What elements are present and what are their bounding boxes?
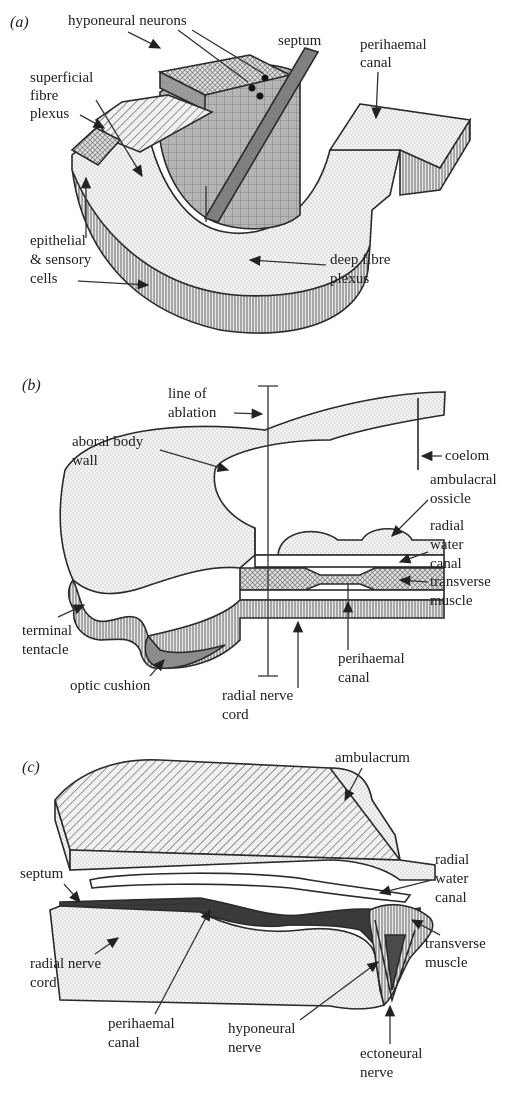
label-ambulacral: ambulacral	[430, 472, 497, 488]
label-line-of: line of	[168, 386, 207, 402]
neuron-dot	[257, 93, 264, 100]
label-c-cord: cord	[30, 975, 57, 991]
label-superficial: superficial	[30, 70, 93, 86]
panel-b	[60, 386, 445, 676]
label-tentacle: tentacle	[22, 642, 69, 658]
b-ambulacral-ossicle	[255, 529, 444, 555]
b-transverse-muscle	[240, 568, 444, 590]
neuron-dot	[249, 85, 256, 92]
neuron-dot	[262, 75, 269, 82]
label-epithelial: epithelial	[30, 233, 86, 249]
label-optic-cushion: optic cushion	[70, 678, 151, 694]
label-b-radial-nerve: radial nerve	[222, 688, 294, 704]
label-terminal: terminal	[22, 623, 72, 639]
label-a-septum: septum	[278, 33, 322, 49]
panel-c	[50, 760, 435, 1009]
label-c-septum: septum	[20, 866, 64, 882]
label-aboral-body: aboral body	[72, 434, 144, 450]
panel-a	[72, 48, 470, 333]
label-coelom: coelom	[445, 448, 489, 464]
label-c-hyponeural: hyponeural	[228, 1021, 295, 1037]
label-b-cord: cord	[222, 707, 249, 723]
label-b-canal: canal	[430, 556, 462, 572]
label-fibre: fibre	[30, 88, 59, 104]
label-ossicle: ossicle	[430, 491, 471, 507]
label-b-radial: radial	[430, 518, 464, 534]
label-c-ecto-nerve: nerve	[360, 1065, 394, 1081]
label-wall: wall	[72, 453, 98, 469]
label-c-transverse: transverse	[425, 936, 486, 952]
label-c-radial: radial	[435, 852, 469, 868]
b-perihaemal-canal	[240, 590, 444, 600]
panel-label-b: (b)	[22, 377, 41, 394]
label-c-muscle: muscle	[425, 955, 468, 971]
label-sensory: & sensory	[30, 252, 92, 268]
label-b-peri-canal: canal	[338, 670, 370, 686]
label-plexus: plexus	[30, 106, 69, 122]
label-cells: cells	[30, 271, 58, 287]
label-b-muscle: muscle	[430, 593, 473, 609]
label-c-peri-canal: canal	[108, 1035, 140, 1051]
label-ambulacrum: ambulacrum	[335, 750, 410, 766]
panel-label-c: (c)	[22, 759, 40, 776]
label-a-perihaemal: perihaemal	[360, 37, 427, 53]
label-c-water: water	[435, 871, 468, 887]
label-c-canal: canal	[435, 890, 467, 906]
label-a-canal: canal	[360, 55, 392, 71]
label-deep-plexus: plexus	[330, 271, 369, 287]
label-b-perihaemal: perihaemal	[338, 651, 405, 667]
label-b-water: water	[430, 537, 463, 553]
label-deep-fibre: deep fibre	[330, 252, 391, 268]
label-ablation: ablation	[168, 405, 217, 421]
label-c-ectoneural: ectoneural	[360, 1046, 422, 1062]
label-c-perihaemal: perihaemal	[108, 1016, 175, 1032]
label-c-radial-nerve: radial nerve	[30, 956, 102, 972]
label-c-hypo-nerve: nerve	[228, 1040, 262, 1056]
label-hyponeural-neurons: hyponeural neurons	[68, 13, 187, 29]
panel-label-a: (a)	[10, 14, 29, 31]
label-b-transverse: transverse	[430, 574, 491, 590]
